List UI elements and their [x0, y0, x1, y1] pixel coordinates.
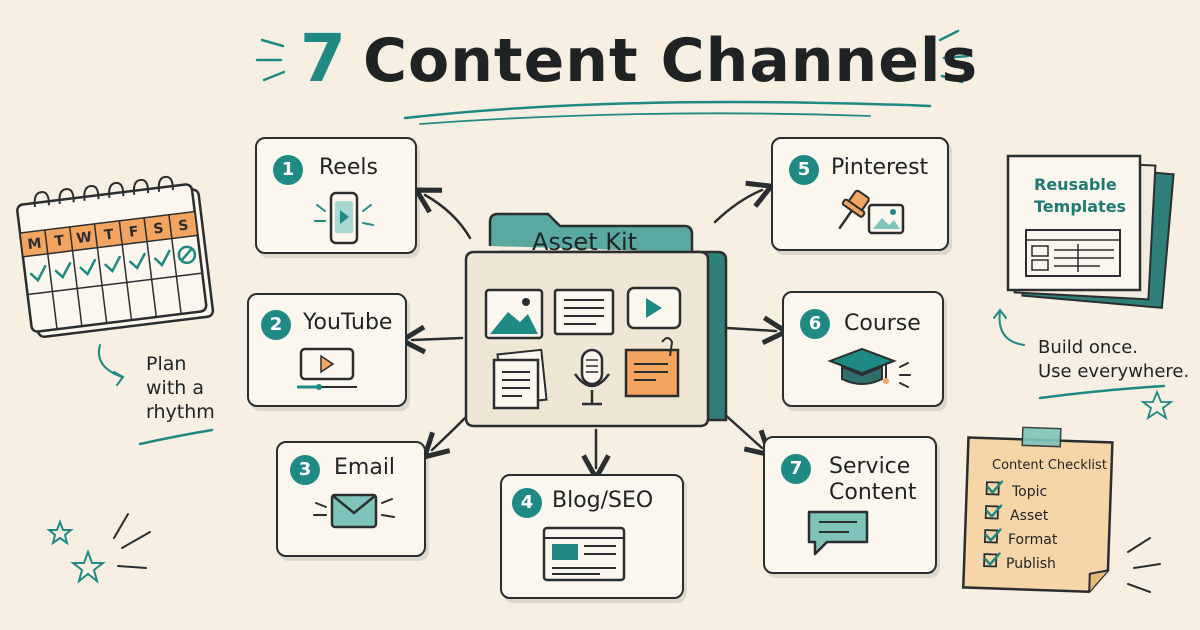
calendar-day: W — [75, 229, 92, 247]
channel-card-blog: 4 Blog/SEO — [500, 474, 684, 599]
channel-label: Reels — [319, 155, 378, 180]
arrow-to-youtube — [412, 338, 464, 340]
arrow-to-reels — [425, 195, 472, 240]
channel-card-pinterest: 5 Pinterest — [771, 137, 949, 251]
checklist-title: Content Checklist — [992, 458, 1107, 473]
title-text: Content Channels — [362, 26, 979, 96]
channel-label: Pinterest — [831, 155, 929, 180]
pushpin-image-icon — [838, 189, 905, 235]
calendar-day: T — [54, 233, 66, 250]
channel-number-badge: 4 — [512, 488, 542, 518]
chat-bubble-icon — [807, 510, 869, 556]
channel-number-badge: 3 — [290, 455, 320, 485]
channel-label: Blog/SEO — [552, 488, 654, 513]
calendar-day: S — [177, 217, 189, 234]
arrow-to-pinterest — [713, 190, 762, 224]
channel-card-email: 3 Email — [276, 441, 426, 557]
plan-note: Plan with a rhythm — [146, 353, 215, 423]
channel-card-course: 6 Course — [782, 291, 944, 407]
channel-label: Course — [844, 311, 921, 336]
calendar-day: F — [128, 224, 139, 241]
browser-page-icon — [542, 526, 626, 582]
arrow-to-course — [725, 328, 776, 331]
arrow-to-email — [432, 416, 467, 450]
channel-card-service-content: 7 Service Content — [763, 436, 937, 574]
graduation-cap-icon — [827, 347, 911, 388]
build-note: Build once. Use everywhere. — [1038, 337, 1190, 382]
templates-title: Reusable Templates — [1034, 175, 1127, 216]
video-player-icon — [297, 347, 357, 390]
calendar-day: M — [27, 236, 43, 254]
checklist-item: Format — [1008, 532, 1058, 548]
asset-kit-label: Asset Kit — [532, 228, 638, 256]
calendar-day: T — [103, 227, 115, 244]
phone-play-icon — [314, 191, 374, 245]
checklist-item: Asset — [1010, 508, 1049, 524]
channel-number-badge: 5 — [789, 155, 819, 185]
channel-card-youtube: 2 YouTube — [247, 293, 407, 407]
checklist-item: Publish — [1006, 556, 1056, 572]
channel-label: Service Content — [829, 454, 917, 505]
arrow-to-service — [720, 410, 762, 448]
envelope-icon — [313, 493, 395, 529]
channel-number-badge: 2 — [261, 310, 291, 340]
title-underline — [403, 100, 932, 120]
calendar-day: S — [153, 221, 165, 238]
channel-number-badge: 1 — [273, 155, 303, 185]
channel-card-reels: 1 Reels — [255, 137, 417, 254]
title-number: 7 — [300, 20, 347, 97]
channel-number-badge: 6 — [800, 309, 830, 339]
checklist-item: Topic — [1012, 484, 1048, 500]
channel-number-badge: 7 — [781, 454, 811, 484]
channel-label: YouTube — [303, 310, 393, 335]
channel-label: Email — [334, 455, 396, 480]
